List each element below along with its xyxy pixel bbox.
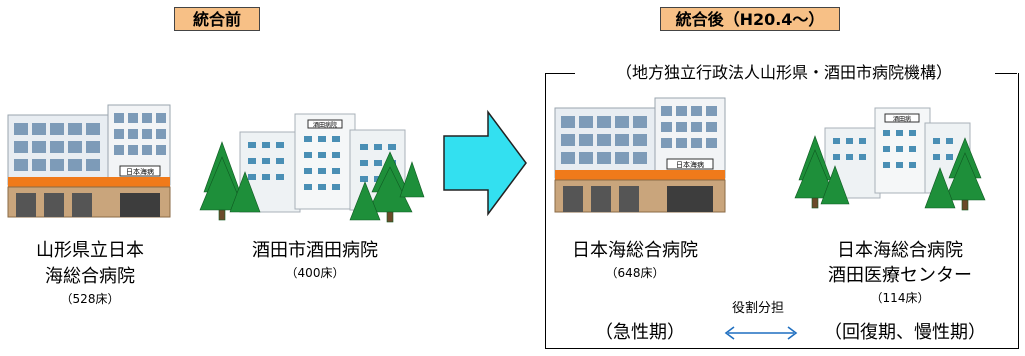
hospital-4-name-line2: 酒田医療センター [828, 265, 972, 286]
hospital-4-sign-text: 酒田病 [893, 115, 911, 123]
hospital-3-phase: （急性期） [595, 322, 685, 343]
org-label: （地方独立行政法人山形県・酒田市病院機構） [578, 63, 990, 83]
merge-arrow-shape [443, 109, 527, 217]
hospital-3-sign-text: 日本海病 [676, 160, 704, 169]
hospital-building-3: 日本海病 [554, 97, 726, 213]
before-label: 統合前 [174, 7, 260, 31]
role-division-label: 役割分担 [731, 301, 784, 316]
hospital-3-name: 日本海総合病院 [572, 240, 698, 261]
hospital-2-beds: （400床） [285, 266, 345, 280]
org-box-top-right [995, 73, 1017, 74]
role-division-arrow [724, 326, 798, 340]
hospital-4-beds: （114床） [870, 291, 930, 305]
hospital-building-1: 日本海病 [7, 104, 171, 218]
hospital-4-phase: （回復期、慢性期） [824, 322, 986, 343]
after-label: 統合後（H20.4〜） [660, 7, 840, 31]
hospital-3-beds: （648床） [605, 266, 665, 280]
merged-org-box [545, 73, 1019, 349]
hospital-1-name-line2: 海総合病院 [45, 266, 135, 287]
hospital-2-name: 酒田市酒田病院 [252, 240, 378, 261]
hospital-4-name-line1: 日本海総合病院 [837, 240, 963, 261]
org-box-top-left [545, 73, 575, 74]
hospital-1-beds: （528床） [60, 292, 120, 306]
hospital-building-4: 酒田病 [794, 107, 986, 211]
merge-arrow [443, 109, 527, 217]
hospital-1-sign-text: 日本海病 [126, 167, 154, 176]
hospital-1-name-line1: 山形県立日本 [36, 240, 144, 261]
hospital-building-2: 酒田病院 [199, 113, 425, 223]
hospital-2-sign-text: 酒田病院 [313, 121, 337, 129]
